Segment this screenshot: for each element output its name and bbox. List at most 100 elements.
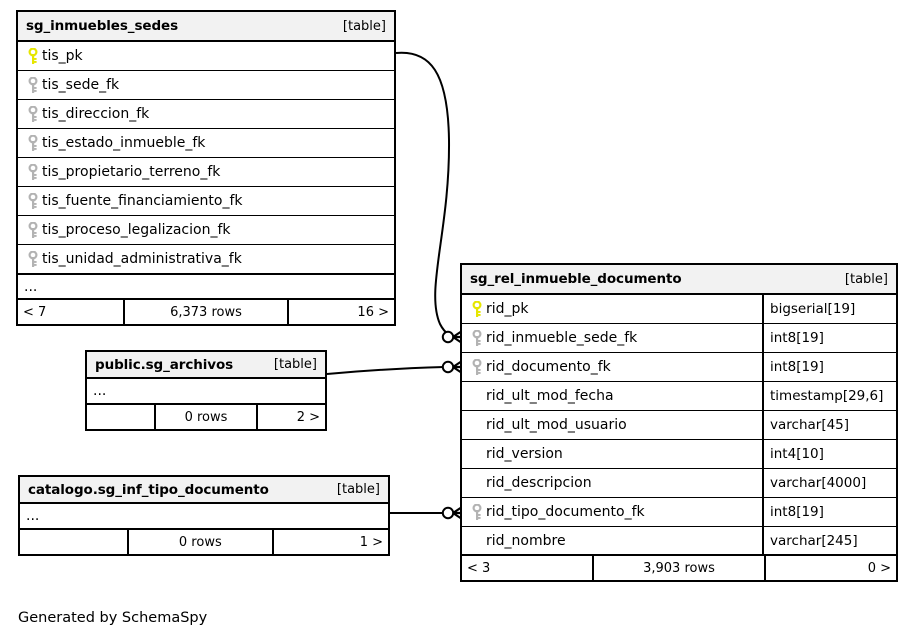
more-columns-indicator: ... — [20, 504, 388, 530]
foreign-key-icon — [24, 105, 42, 123]
column-name-cell: tis_proceso_legalizacion_fk — [18, 216, 394, 244]
column-name-cell: rid_nombre — [462, 527, 762, 554]
footer-parents-count[interactable]: < 7 — [23, 304, 47, 320]
table-row[interactable]: rid_version int4[10] — [462, 440, 896, 469]
foreign-key-icon — [24, 163, 42, 181]
footer-children-count[interactable]: 16 > — [357, 304, 389, 320]
column-name-cell: rid_pk — [462, 295, 762, 323]
table-title: sg_rel_inmueble_documento — [470, 271, 682, 287]
column-name-cell: tis_sede_fk — [18, 71, 394, 99]
column-label: rid_nombre — [486, 532, 566, 549]
footer-parents-count[interactable] — [87, 405, 154, 429]
column-type: varchar[4000] — [762, 469, 896, 497]
table-row[interactable]: tis_fuente_financiamiento_fk — [18, 187, 394, 216]
footer-row-count: 0 rows — [153, 405, 259, 429]
column-name-cell: rid_version — [462, 440, 762, 468]
more-columns-indicator: ... — [18, 274, 394, 300]
column-name-cell: rid_tipo_documento_fk — [462, 498, 762, 526]
foreign-key-icon — [24, 250, 42, 268]
primary-key-icon — [24, 47, 42, 65]
table-footer: 0 rows 1 > — [20, 530, 388, 554]
table-row[interactable]: rid_descripcion varchar[4000] — [462, 469, 896, 498]
column-label: rid_ult_mod_fecha — [486, 388, 614, 404]
column-label: tis_unidad_administrativa_fk — [42, 251, 242, 267]
table-sg-inmuebles-sedes[interactable]: sg_inmuebles_sedes [table] tis_pk — [16, 10, 396, 326]
table-footer: 0 rows 2 > — [87, 405, 325, 429]
table-row[interactable]: tis_unidad_administrativa_fk — [18, 245, 394, 274]
column-type: int8[19] — [762, 353, 896, 381]
foreign-key-icon — [468, 358, 486, 376]
table-row[interactable]: tis_propietario_terreno_fk — [18, 158, 394, 187]
column-name-cell: tis_estado_inmueble_fk — [18, 129, 394, 157]
column-name-cell: rid_inmueble_sede_fk — [462, 324, 762, 352]
foreign-key-icon — [468, 329, 486, 347]
column-label: rid_pk — [486, 301, 529, 317]
table-type-tag: [table] — [336, 482, 380, 497]
table-public-sg-archivos[interactable]: public.sg_archivos [table] ... 0 rows 2 … — [85, 350, 327, 431]
footer-parents-count[interactable]: < 3 — [467, 560, 491, 576]
column-label: rid_tipo_documento_fk — [486, 504, 645, 520]
table-header: sg_inmuebles_sedes [table] — [18, 12, 394, 42]
column-type: int8[19] — [762, 498, 896, 526]
table-row[interactable]: rid_tipo_documento_fk int8[19] — [462, 498, 896, 527]
table-row[interactable]: tis_sede_fk — [18, 71, 394, 100]
column-label: tis_pk — [42, 48, 83, 64]
footer-children-count[interactable]: 1 > — [359, 534, 383, 550]
edge-tipo-documento-to-rel-documento — [390, 504, 466, 522]
column-type: int8[19] — [762, 324, 896, 352]
column-label: rid_ult_mod_usuario — [486, 417, 627, 433]
table-header: public.sg_archivos [table] — [87, 352, 325, 379]
column-name-cell: tis_pk — [18, 42, 394, 70]
foreign-key-icon — [24, 76, 42, 94]
table-row[interactable]: rid_inmueble_sede_fk int8[19] — [462, 324, 896, 353]
table-row[interactable]: rid_nombre varchar[245] — [462, 527, 896, 556]
column-name-cell: tis_propietario_terreno_fk — [18, 158, 394, 186]
generator-credit: Generated by SchemaSpy — [18, 610, 208, 626]
column-type: varchar[245] — [762, 527, 896, 554]
table-title: catalogo.sg_inf_tipo_documento — [28, 481, 269, 498]
column-label: tis_estado_inmueble_fk — [42, 135, 206, 151]
table-sg-rel-inmueble-documento[interactable]: sg_rel_inmueble_documento [table] rid_pk… — [460, 263, 898, 582]
footer-row-count: 3,903 rows — [592, 556, 766, 580]
footer-children-count[interactable]: 0 > — [867, 560, 891, 576]
table-row[interactable]: tis_pk — [18, 42, 394, 71]
column-type: varchar[45] — [762, 411, 896, 439]
footer-parents-count[interactable] — [20, 530, 127, 554]
foreign-key-icon — [24, 134, 42, 152]
table-catalogo-sg-inf-tipo-documento[interactable]: catalogo.sg_inf_tipo_documento [table] .… — [18, 475, 390, 556]
column-name-cell: tis_fuente_financiamiento_fk — [18, 187, 394, 215]
more-columns-indicator: ... — [87, 379, 325, 405]
table-type-tag: [table] — [342, 18, 386, 34]
table-title: sg_inmuebles_sedes — [26, 18, 178, 34]
table-row[interactable]: tis_direccion_fk — [18, 100, 394, 129]
edge-sg-archivos-to-rel-documento — [326, 358, 466, 376]
table-header: catalogo.sg_inf_tipo_documento [table] — [20, 477, 388, 504]
table-row[interactable]: rid_pk bigserial[19] — [462, 295, 896, 324]
column-label: rid_inmueble_sede_fk — [486, 330, 638, 346]
column-type: timestamp[29,6] — [762, 382, 896, 410]
table-type-tag: [table] — [273, 357, 317, 372]
footer-children-count[interactable]: 2 > — [296, 409, 320, 425]
table-row[interactable]: tis_estado_inmueble_fk — [18, 129, 394, 158]
column-type: int4[10] — [762, 440, 896, 468]
edge-inmuebles-sedes-to-rel-documento — [395, 51, 466, 346]
column-label: tis_fuente_financiamiento_fk — [42, 193, 243, 209]
footer-row-count: 0 rows — [126, 530, 274, 554]
column-name-cell: rid_documento_fk — [462, 353, 762, 381]
foreign-key-icon — [24, 192, 42, 210]
column-label: tis_sede_fk — [42, 77, 120, 93]
foreign-key-icon — [468, 503, 486, 521]
column-name-cell: tis_direccion_fk — [18, 100, 394, 128]
primary-key-icon — [468, 300, 486, 318]
column-name-cell: rid_ult_mod_fecha — [462, 382, 762, 410]
column-label: rid_version — [486, 446, 563, 462]
table-row[interactable]: tis_proceso_legalizacion_fk — [18, 216, 394, 245]
column-name-cell: tis_unidad_administrativa_fk — [18, 245, 394, 273]
table-row[interactable]: rid_documento_fk int8[19] — [462, 353, 896, 382]
table-header: sg_rel_inmueble_documento [table] — [462, 265, 896, 295]
table-row[interactable]: rid_ult_mod_fecha timestamp[29,6] — [462, 382, 896, 411]
table-row[interactable]: rid_ult_mod_usuario varchar[45] — [462, 411, 896, 440]
column-label: tis_proceso_legalizacion_fk — [42, 222, 231, 238]
column-name-cell: rid_ult_mod_usuario — [462, 411, 762, 439]
